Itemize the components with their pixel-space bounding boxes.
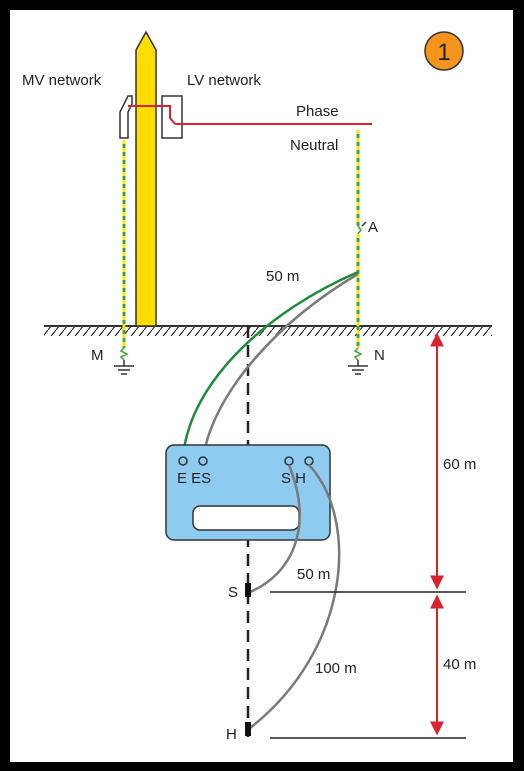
probe-s-label: S [228,584,238,601]
mv-network-label: MV network [22,72,102,89]
probe-h [245,722,251,736]
step-badge-number: 1 [437,39,450,66]
point-m-label: M [91,347,104,364]
neutral-label: Neutral [290,137,338,154]
earth-tester: E ES S H [165,444,331,541]
distance-50m-top: 50 m [266,268,299,285]
terminals-left-label: E ES [177,470,211,487]
pole [135,30,157,327]
phase-wire [128,105,372,125]
grey-lead-es [201,272,359,458]
grey-lead-h [249,464,341,729]
phase-label: Phase [296,103,339,120]
green-lead-e [181,270,359,458]
mv-earth-conductor [119,140,129,366]
lv-bracket [161,95,183,139]
step-badge: 1 [424,31,464,71]
point-n-label: N [374,347,385,364]
earth-symbol-n [348,365,368,375]
distance-50m-mid: 50 m [297,566,330,583]
probe-h-label: H [226,726,237,743]
distance-100m: 100 m [315,660,357,677]
neutral-conductor [353,130,367,366]
ground-surface [44,325,492,336]
lv-network-label: LV network [187,72,261,89]
probe-s [245,583,251,597]
grey-lead-s [249,464,301,594]
distance-60m: 60 m [443,456,476,473]
tester-display [192,505,300,531]
distance-40m: 40 m [443,656,476,673]
panel-background [10,10,513,762]
terminal-es [198,456,208,466]
terminal-e [178,456,188,466]
earth-symbol-m [114,365,134,375]
point-a-label: A [368,219,378,236]
